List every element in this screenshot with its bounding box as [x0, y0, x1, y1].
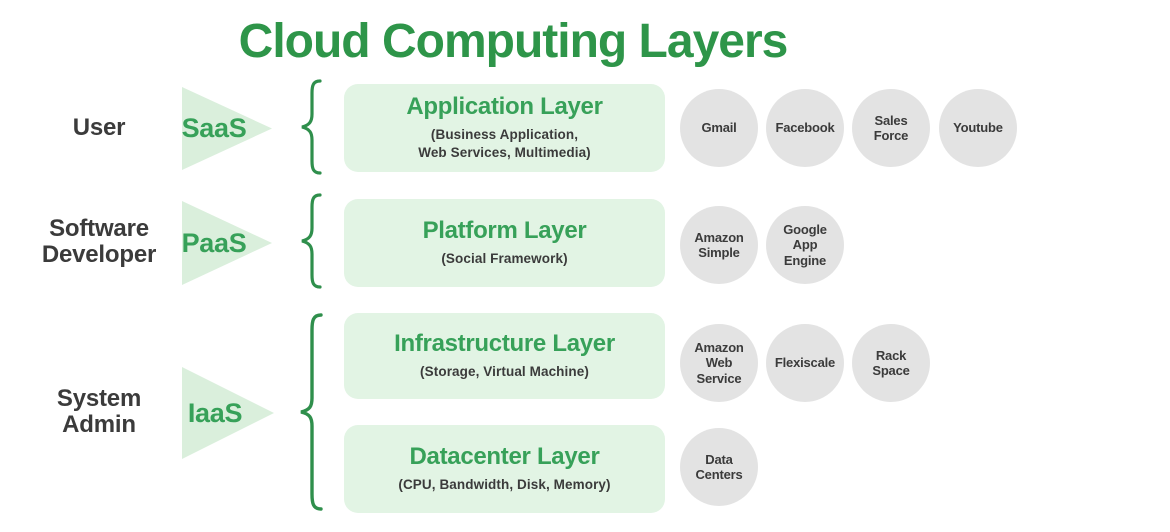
layer-box-platform: Platform Layer (Social Framework)	[344, 199, 665, 287]
example-circle-data-centers: Data Centers	[680, 428, 758, 506]
service-model-triangle-saas: SaaS	[182, 87, 272, 170]
example-circle-youtube: Youtube	[939, 89, 1017, 167]
role-label-system-admin: System Admin	[56, 385, 142, 439]
layer-box-application: Application Layer (Business Application,…	[344, 84, 665, 172]
service-model-label-saas: SaaS	[181, 113, 247, 143]
example-circle-amazon-web-service: Amazon Web Service	[680, 324, 758, 402]
layer-title: Datacenter Layer	[409, 442, 600, 470]
curly-brace-icon-paas	[294, 192, 326, 290]
role-label-software-developer: Software Developer	[41, 215, 157, 269]
example-circle-facebook: Facebook	[766, 89, 844, 167]
layer-box-infrastructure: Infrastructure Layer (Storage, Virtual M…	[344, 313, 665, 399]
layer-subtitle: (Business Application, Web Services, Mul…	[418, 126, 591, 160]
service-model-triangle-paas: PaaS	[182, 201, 272, 285]
layer-title: Platform Layer	[422, 216, 587, 244]
layer-title: Application Layer	[406, 92, 603, 120]
example-circle-amazon-simple: Amazon Simple	[680, 206, 758, 284]
layer-box-datacenter: Datacenter Layer (CPU, Bandwidth, Disk, …	[344, 425, 665, 513]
service-model-label-paas: PaaS	[181, 227, 247, 258]
example-circle-sales-force: Sales Force	[852, 89, 930, 167]
curly-brace-icon-saas	[294, 78, 326, 176]
example-circle-google-app-engine: Google App Engine	[766, 206, 844, 284]
example-circle-rack-space: Rack Space	[852, 324, 930, 402]
role-label-user: User	[72, 114, 126, 141]
example-circle-gmail: Gmail	[680, 89, 758, 167]
layer-subtitle: (Social Framework)	[441, 250, 568, 266]
service-model-triangle-iaas: IaaS	[182, 367, 274, 459]
layer-title: Infrastructure Layer	[394, 329, 615, 357]
service-model-label-iaas: IaaS	[187, 397, 243, 428]
layer-subtitle: (CPU, Bandwidth, Disk, Memory)	[398, 476, 611, 492]
page-title: Cloud Computing Layers	[238, 15, 789, 68]
curly-brace-icon-iaas	[292, 312, 328, 512]
layer-subtitle: (Storage, Virtual Machine)	[420, 363, 589, 379]
example-circle-flexiscale: Flexiscale	[766, 324, 844, 402]
